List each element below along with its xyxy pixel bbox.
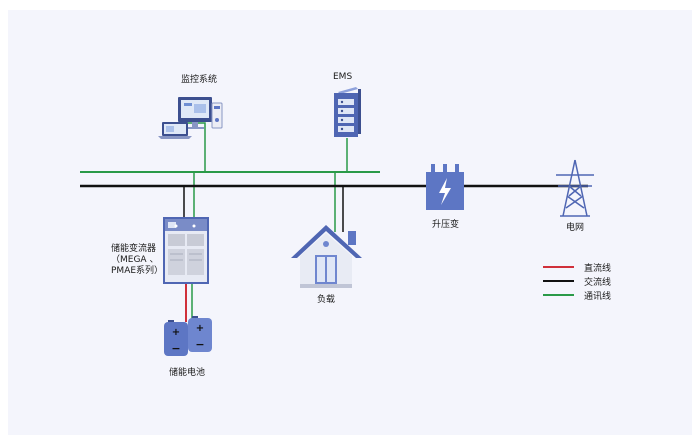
svg-text:+: +: [196, 323, 204, 334]
battery-icon: + − + −: [164, 316, 212, 356]
legend-label-comm: 通讯线: [584, 292, 612, 302]
inverter-cabinet-icon: [163, 217, 209, 284]
server-rack-icon: [334, 87, 361, 137]
transmission-tower-icon: [556, 159, 594, 217]
grid-label: 电网: [566, 223, 585, 233]
svg-text:−: −: [171, 342, 180, 355]
diagram-canvas: [8, 10, 692, 435]
legend-label-ac: 交流线: [584, 278, 612, 288]
load-label: 负载: [317, 295, 336, 305]
svg-text:−: −: [195, 338, 204, 351]
computer-workstation-icon: [158, 97, 223, 139]
ems-label: EMS: [333, 72, 353, 82]
ac-lines: [80, 184, 588, 232]
transformer-icon: [426, 164, 464, 210]
pcs-label-line1: 储能变流器: [111, 244, 157, 254]
pcs-label-line2: （MEGA 、: [111, 255, 159, 265]
house-icon: [291, 225, 362, 288]
legend: [543, 266, 574, 296]
monitoring-label: 监控系统: [181, 75, 218, 85]
battery-label: 储能电池: [169, 368, 206, 378]
transformer-label: 升压变: [432, 220, 460, 230]
pcs-label: 储能变流器 （MEGA 、 PMAE系列）: [111, 244, 163, 277]
legend-label-dc: 直流线: [584, 264, 612, 274]
pcs-label-line3: PMAE系列）: [111, 266, 164, 276]
svg-text:+: +: [172, 327, 180, 338]
